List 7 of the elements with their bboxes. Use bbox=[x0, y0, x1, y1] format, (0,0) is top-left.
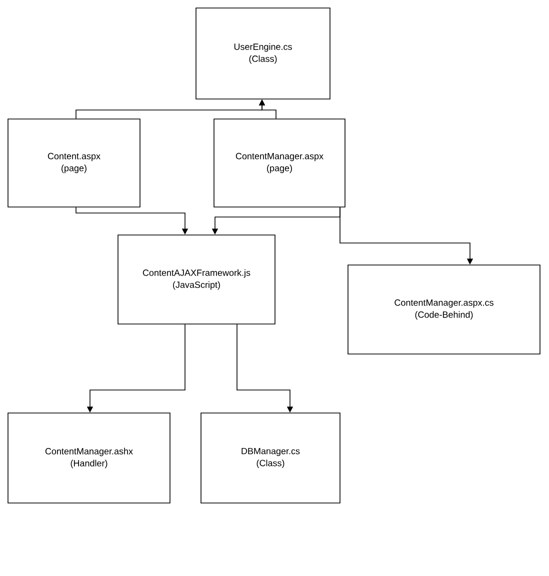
component-box: UserEngine.cs (Class) bbox=[196, 8, 330, 100]
component-box: ContentManager.aspx (page) bbox=[214, 118, 346, 208]
component-box: DBManager.cs (Class) bbox=[200, 412, 340, 504]
component-box: ContentManager.aspx.cs (Code-Behind) bbox=[348, 264, 540, 354]
component-box: ContentManager.ashx (Handler) bbox=[8, 412, 170, 504]
component-box: Content.aspx (page) bbox=[8, 118, 140, 208]
component-box: ContentAJAXFramework.js (JavaScript) bbox=[118, 234, 276, 324]
